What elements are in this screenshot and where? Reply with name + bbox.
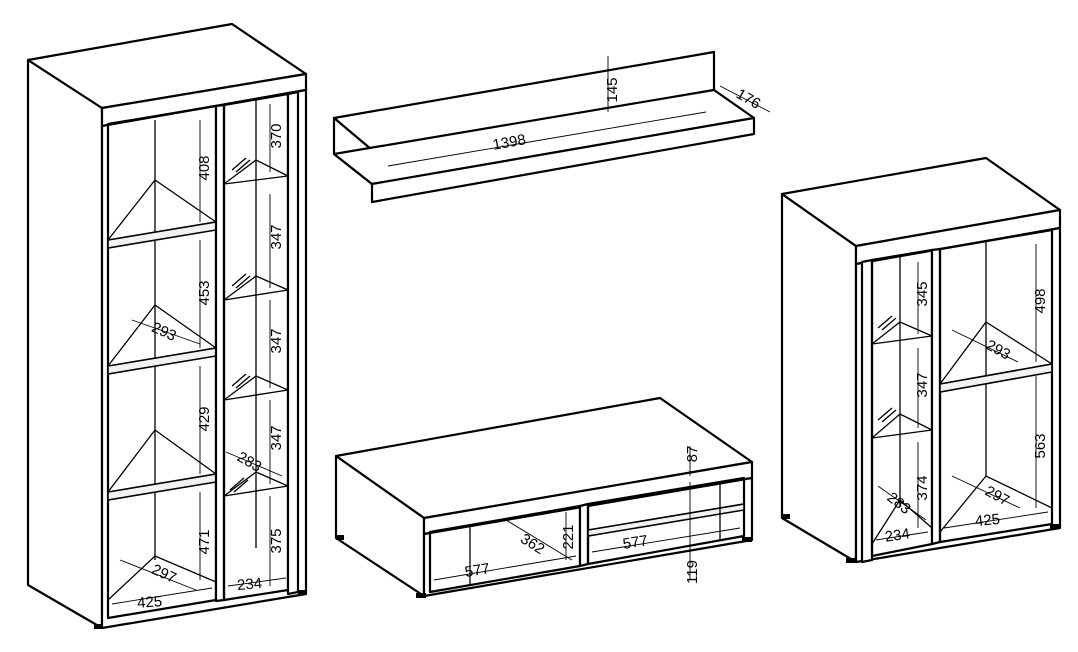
tall-glass2-label: 347 — [268, 224, 285, 249]
tv-top-height-label: 87 — [684, 446, 701, 463]
wall-shelf: 1398 145 176 — [332, 50, 771, 204]
small-left2-label: 347 — [914, 372, 931, 397]
tall-shelf3-label: 429 — [196, 406, 213, 431]
tall-glass-width-label: 234 — [236, 575, 262, 594]
small-cabinet-front — [854, 226, 1062, 564]
tall-cabinet: 408 453 429 471 293 297 425 370 347 347 … — [26, 22, 308, 630]
small-cabinet: 345 347 374 283 234 498 563 293 297 425 — [780, 156, 1062, 564]
tall-glass4-label: 347 — [268, 425, 285, 450]
tv-left-width-label: 577 — [464, 560, 491, 581]
small-left3-label: 374 — [914, 475, 931, 500]
small-left-width-label: 234 — [884, 525, 911, 545]
wall-shelf-length-label: 1398 — [491, 131, 527, 154]
tall-glass3-label: 347 — [268, 328, 285, 353]
small-cabinet-side — [780, 192, 858, 564]
tall-cabinet-side — [26, 58, 104, 630]
tall-width-label: 425 — [137, 593, 163, 612]
tv-right-width-label: 577 — [622, 532, 649, 553]
tall-shelf1-label: 408 — [196, 155, 213, 180]
tv-stand: 87 119 577 577 362 221 — [334, 396, 754, 598]
small-right1-label: 498 — [1032, 288, 1049, 313]
tv-drawer-height-label: 221 — [560, 524, 577, 549]
tv-bottom-height-label: 119 — [684, 560, 701, 584]
tall-shelf4-label: 471 — [196, 529, 213, 554]
tall-glass-bottom-label: 375 — [268, 528, 285, 553]
wall-shelf-height-label: 145 — [604, 77, 621, 102]
small-right2-label: 563 — [1032, 433, 1049, 458]
tall-glass1-label: 370 — [268, 123, 285, 148]
small-left1-label: 345 — [914, 281, 931, 306]
wall-shelf-front — [370, 116, 756, 204]
small-right-width-label: 425 — [974, 511, 1001, 531]
tall-shelf2-label: 453 — [196, 280, 213, 305]
